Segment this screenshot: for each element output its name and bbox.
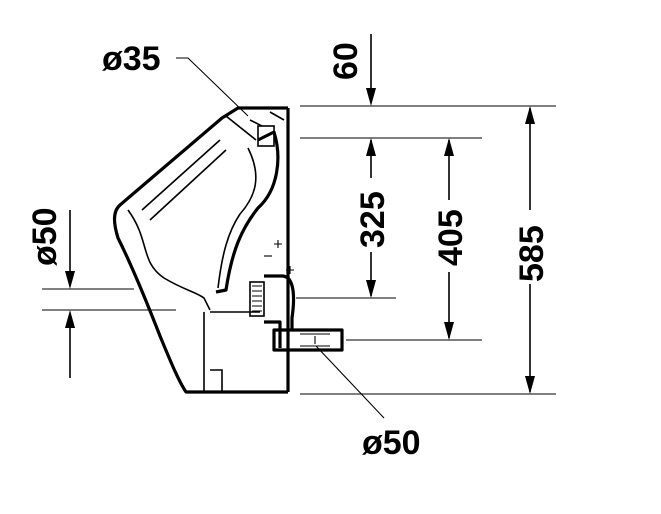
outlet-fitting: [249, 274, 344, 352]
label-405: 405: [432, 209, 470, 266]
label-585: 585: [513, 225, 551, 282]
dimension-60: 60: [327, 34, 376, 106]
dimension-diameter-50-bottom: ø50: [315, 345, 421, 462]
dimension-diameter-50-left: ø50: [26, 207, 75, 378]
dimension-diameter-35: ø35: [102, 40, 249, 117]
label-60: 60: [327, 42, 365, 80]
label-diameter-50-left: ø50: [26, 207, 64, 266]
dimension-405: 405: [430, 138, 470, 340]
label-diameter-35: ø35: [102, 40, 161, 78]
dimension-585: 585: [511, 106, 551, 394]
label-diameter-50-bottom: ø50: [362, 424, 421, 462]
dimension-325: 325: [352, 138, 392, 298]
urinal-body: [112, 106, 294, 394]
label-325: 325: [354, 191, 392, 248]
extension-lines: [42, 105, 556, 395]
